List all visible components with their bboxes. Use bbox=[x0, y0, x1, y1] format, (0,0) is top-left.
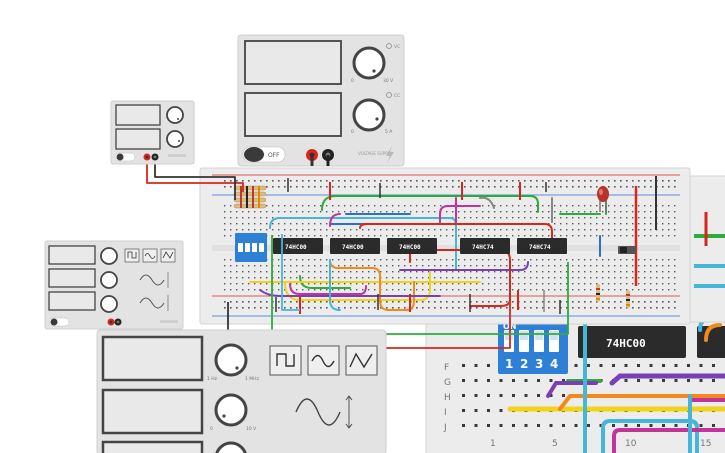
fg-knob1-min: 1 Hz bbox=[207, 376, 218, 382]
triangle-wave-icon-large bbox=[349, 352, 373, 369]
power-supply-knob1-min: 0 bbox=[351, 78, 354, 84]
small-fg-black-terminal[interactable] bbox=[114, 318, 122, 326]
zoom-row-label-g: G bbox=[444, 378, 451, 388]
resistor-array[interactable] bbox=[233, 185, 267, 209]
small-power-black-terminal[interactable] bbox=[151, 153, 159, 161]
triangle-wave-button[interactable] bbox=[345, 345, 378, 376]
resistor-small-2[interactable] bbox=[626, 290, 630, 308]
power-supply-brand: VOLTAGE SUPPLY bbox=[358, 151, 392, 156]
voltage-knob[interactable] bbox=[352, 46, 386, 80]
chip-5-label: 74HC74 bbox=[529, 244, 551, 251]
zoom-row-label-i: I bbox=[444, 408, 447, 418]
small-sine-wave-button[interactable] bbox=[142, 248, 158, 263]
small-square-wave-button[interactable] bbox=[124, 248, 140, 263]
small-fg-knob-3[interactable] bbox=[100, 295, 118, 313]
zoom-dip-num-3: 3 bbox=[535, 357, 543, 371]
slide-switch[interactable] bbox=[618, 246, 636, 254]
chip-5[interactable]: 74HC74 bbox=[517, 238, 567, 254]
power-off-label: OFF bbox=[268, 152, 280, 159]
sine-graph-icon bbox=[295, 398, 341, 426]
power-supply-vc-label: VC bbox=[394, 44, 400, 50]
amplitude-knob[interactable] bbox=[214, 393, 248, 427]
chip-4[interactable]: 74HC74 bbox=[460, 238, 510, 254]
power-supply-cc-label: CC bbox=[394, 93, 400, 99]
dip-switch[interactable] bbox=[235, 233, 267, 262]
red-led[interactable] bbox=[597, 186, 609, 212]
sine-wave-icon bbox=[144, 253, 156, 259]
right-breadboard-edge bbox=[689, 175, 725, 323]
small-power-red-terminal[interactable] bbox=[143, 153, 151, 161]
zoom-wires[interactable] bbox=[507, 314, 725, 453]
resistor-small-1[interactable] bbox=[596, 284, 600, 302]
power-supply-knob2-min: 0 bbox=[351, 129, 354, 135]
zoom-dip-num-4: 4 bbox=[550, 357, 558, 371]
chip-3[interactable]: 74HC00 bbox=[387, 238, 437, 254]
power-jumpers[interactable] bbox=[275, 176, 657, 314]
small-fg-toggle-button[interactable] bbox=[48, 317, 70, 327]
zoom-dip-num-2: 2 bbox=[520, 357, 528, 371]
chip-2[interactable]: 74HC00 bbox=[330, 238, 380, 254]
offset-knob[interactable] bbox=[215, 441, 247, 453]
zoom-row-label-f: F bbox=[444, 363, 449, 373]
square-wave-icon-large bbox=[276, 353, 295, 367]
small-sine-graph-icon-2 bbox=[139, 297, 165, 309]
power-supply-knob2-max: 5 A bbox=[385, 129, 393, 135]
fg-knob2-min: 0 bbox=[210, 426, 213, 432]
fg-knob2-max: 10 V bbox=[246, 426, 257, 432]
square-wave-icon bbox=[127, 251, 137, 259]
small-fg-knob-1[interactable] bbox=[100, 247, 118, 265]
small-power-knob-2[interactable] bbox=[166, 130, 184, 148]
zoom-col-label-5: 5 bbox=[552, 439, 558, 449]
small-fg-knob-2[interactable] bbox=[100, 271, 118, 289]
sine-wave-icon-large bbox=[311, 354, 335, 368]
main-wires[interactable] bbox=[249, 195, 607, 311]
zoom-col-label-1: 1 bbox=[490, 439, 496, 449]
power-toggle-button[interactable]: OFF bbox=[242, 146, 286, 163]
chip-2-label: 74HC00 bbox=[342, 244, 364, 251]
small-power-supply bbox=[110, 100, 195, 165]
small-power-toggle-button[interactable] bbox=[114, 152, 136, 162]
zoom-chip-74hc00[interactable]: 74HC00 bbox=[578, 326, 725, 358]
small-sine-graph-icon bbox=[139, 274, 165, 286]
chip-1-label: 74HC00 bbox=[285, 244, 307, 251]
frequency-knob[interactable] bbox=[214, 343, 248, 377]
square-wave-button[interactable] bbox=[269, 345, 302, 376]
power-supply-knob1-max: 30 V bbox=[383, 78, 394, 84]
zoom-col-label-15: 15 bbox=[700, 439, 711, 449]
zoom-row-label-h: H bbox=[444, 393, 451, 403]
chip-3-label: 74HC00 bbox=[399, 244, 421, 251]
small-fg-red-terminal[interactable] bbox=[107, 318, 115, 326]
zoom-dip-num-1: 1 bbox=[505, 357, 513, 371]
zoom-dip-switch[interactable]: ON 1 2 3 4 bbox=[498, 320, 568, 374]
lightning-icon bbox=[386, 146, 394, 163]
chip-1[interactable]: 74HC00 bbox=[273, 238, 323, 254]
zoom-chip-label: 74HC00 bbox=[606, 337, 646, 350]
small-triangle-wave-button[interactable] bbox=[160, 248, 176, 263]
small-power-knob-1[interactable] bbox=[166, 106, 184, 124]
triangle-wave-icon bbox=[162, 251, 174, 259]
zoom-col-label-10: 10 bbox=[625, 439, 637, 449]
current-knob[interactable] bbox=[352, 98, 386, 132]
zoom-row-label-j: J bbox=[443, 423, 447, 433]
sine-wave-button[interactable] bbox=[307, 345, 340, 376]
fg-knob1-max: 1 MHz bbox=[245, 376, 260, 382]
power-supply-red-terminal[interactable] bbox=[306, 149, 318, 166]
power-supply-black-terminal[interactable] bbox=[322, 149, 334, 166]
chip-4-label: 74HC74 bbox=[472, 244, 494, 251]
